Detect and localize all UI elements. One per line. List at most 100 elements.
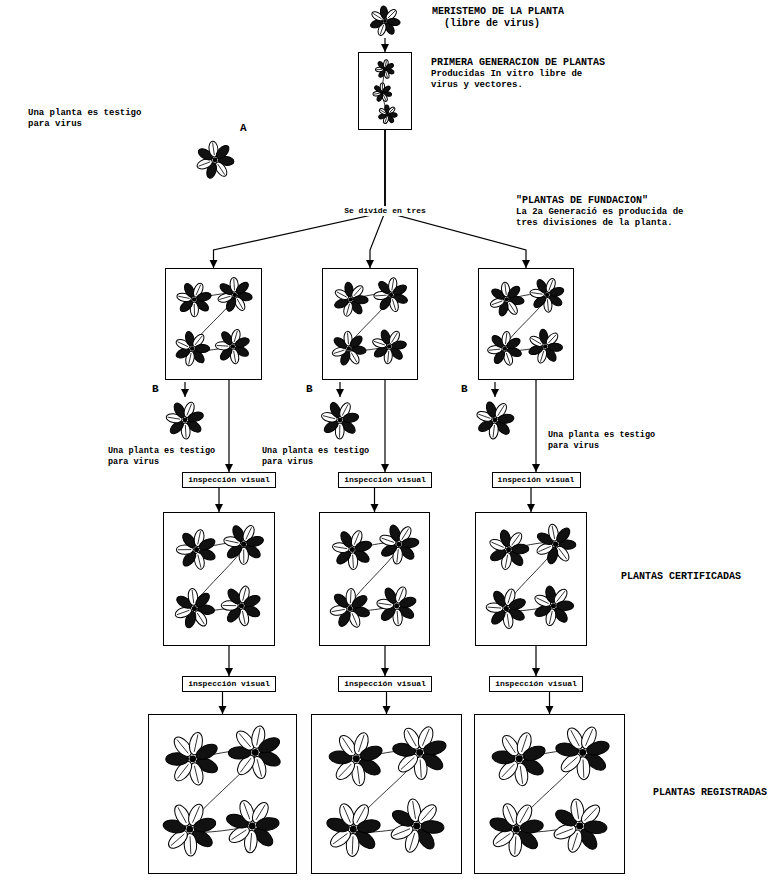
plant-leaf [256,734,282,755]
node-heading: inspección visual [188,679,270,689]
plant-icon [552,798,607,854]
plant-leaf [505,336,522,350]
plant-tray [148,714,297,874]
plant-leaf [387,18,401,26]
leaf-vein [502,764,515,777]
plant-runner [350,542,399,610]
flow-arrow [386,692,387,714]
plant-leaf [389,112,397,117]
leaf-vein [548,335,556,343]
callout-letter: B [461,383,468,397]
leaf-vein [351,353,357,363]
leaf-vein [357,807,366,823]
node-heading: inspección visual [188,475,270,485]
leaf-vein [199,162,211,166]
plant-leaf [356,818,381,835]
leaf-vein [378,603,391,605]
leaf-vein [350,590,352,603]
flow-arrow [222,692,223,714]
leaf-vein [478,414,490,418]
plant-tray: PLANTAS CERTIFICADAS [475,512,587,646]
node-heading: PRIMERA GENERACION DE PLANTAS [431,57,611,69]
plant-tray [163,512,275,646]
leaf-vein [507,614,509,627]
leaf-vein [352,555,354,568]
plant-crown [241,542,246,547]
node-heading: MERISTEMO DE LA PLANTA [432,6,632,18]
plant-crown [553,542,558,547]
plant-crown [186,826,193,833]
leaf-vein [531,293,542,295]
inspection-box: inspección visual [338,676,432,692]
plant-crown [576,823,583,830]
leaf-vein [244,803,250,820]
leaf-vein [217,345,229,347]
leaf-vein [239,733,251,747]
flow-arrow [218,488,219,512]
leaf-vein [571,730,580,746]
plant-leaf [508,597,527,612]
leaf-vein [333,833,348,844]
callout-letter: A [240,122,247,136]
plant-icon [389,798,444,854]
flow-arrow [374,488,375,512]
leaf-vein [178,807,186,823]
leaf-vein [410,833,415,850]
leaf-vein [496,833,511,843]
plant-tray [319,512,430,646]
plant-icon [369,6,400,37]
leaf-vein [388,11,395,18]
inspection-box: inspección visual [489,676,583,692]
plant-crown [194,547,199,552]
plant-crown [353,755,360,762]
leaf-vein [323,416,335,419]
leaf-vein [556,829,573,836]
leaf-vein [231,830,246,840]
leaf-vein [189,353,191,364]
node-heading: inspección visual [344,679,426,689]
outside-caption: "PLANTAS DE FUNDACION"La 2a Generació es… [516,195,701,229]
callout-letter: B [306,383,313,397]
plant-icon [321,401,360,439]
plant-crown [213,158,218,163]
flow-arrow [535,380,536,472]
leaf-vein [399,588,404,600]
leaf-vein [198,555,201,568]
plant-icon [486,588,527,629]
plant-crown [387,344,391,348]
plant-icon [533,585,574,627]
leaf-vein [585,808,597,821]
plant-crown [347,346,351,350]
plant-crown [349,297,353,301]
node-heading: inspección visual [344,475,426,485]
plant-crown [183,418,188,423]
leaf-vein [185,425,187,438]
node-heading: inspeción visual [498,475,575,485]
leaf-vein [493,425,494,438]
sample-arrow [494,382,495,397]
plant-icon [489,282,524,317]
leaf-vein [397,611,398,624]
plant-icon [221,585,262,626]
leaf-vein [257,759,261,776]
leaf-vein [420,760,421,778]
plant-crown [504,606,509,611]
leaf-vein [243,549,244,562]
inspection-box: inspeción visual [492,472,581,488]
flow-arrow [385,130,526,268]
plant-leaf [385,63,394,71]
flow-arrow [228,380,229,472]
plant-crown [350,826,357,833]
leaf-vein [376,69,382,70]
outside-caption: PLANTAS REGISTRADAS [653,787,778,799]
plant-crown [249,823,256,830]
outside-caption: PRIMERA GENERACION DE PLANTASProducidas … [431,57,611,91]
plant-icon [373,83,392,102]
leaf-vein [234,351,236,362]
plant-icon [374,277,409,312]
plant-icon [166,731,220,786]
leaf-vein [508,591,512,604]
leaf-vein [557,591,565,602]
plant-runner [505,293,548,350]
